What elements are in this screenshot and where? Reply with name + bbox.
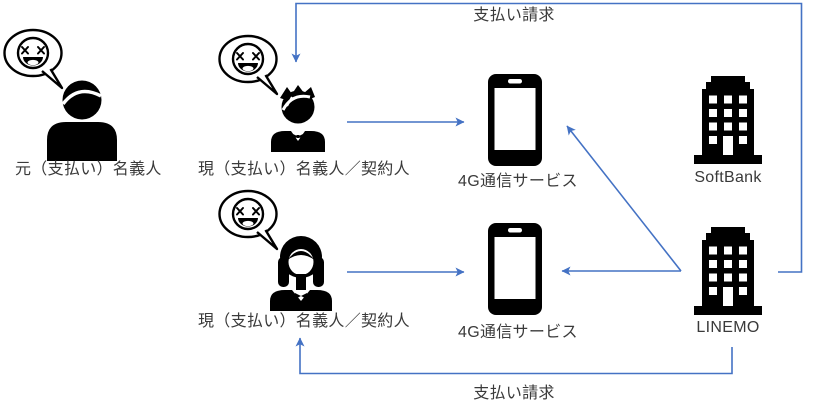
current-holder-top-label: 現（支払い）名義人／契約人 [198, 161, 410, 178]
current-holder-top-person-icon [266, 84, 330, 152]
smartphone-bottom-icon [488, 223, 542, 315]
billing-bottom-label: 支払い請求 [473, 385, 555, 402]
softbank-building-icon [694, 76, 762, 164]
current-holder-bottom-label: 現（支払い）名義人／契約人 [198, 313, 410, 330]
service-top-label: 4G通信サービス [458, 173, 578, 190]
arrow-billing-top [291, 2, 803, 273]
arrow-billing-bottom [295, 337, 733, 375]
service-bottom-label: 4G通信サービス [458, 324, 578, 341]
linemo-label: LINEMO [696, 319, 760, 336]
smartphone-top-icon [488, 74, 542, 166]
arrow-linemo-to-service-top [566, 125, 682, 272]
linemo-building-icon [694, 227, 762, 315]
former-holder-person-icon [44, 79, 120, 161]
billing-top-label: 支払い請求 [473, 7, 555, 24]
former-holder-label: 元（支払い）名義人 [15, 161, 162, 178]
current-holder-bottom-person-icon [264, 235, 338, 311]
softbank-label: SoftBank [694, 169, 762, 186]
